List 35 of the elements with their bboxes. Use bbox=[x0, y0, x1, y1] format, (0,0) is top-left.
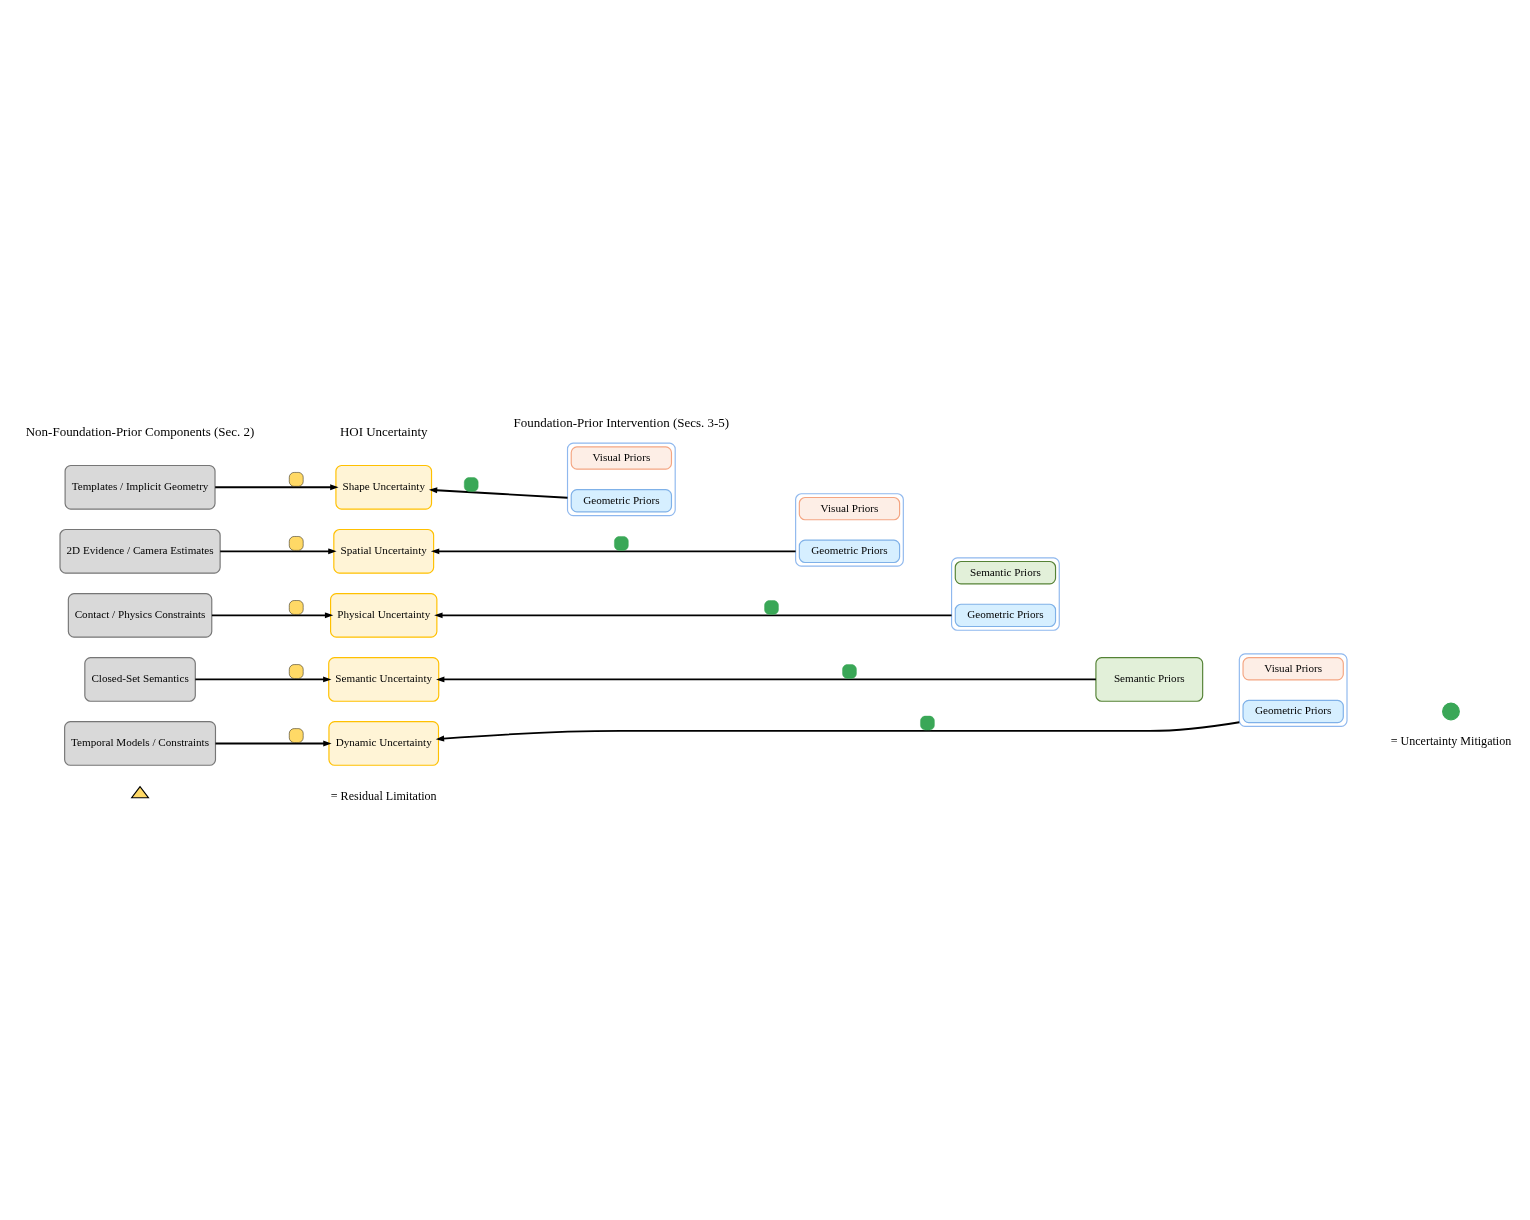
node-box: Semantic Priors bbox=[954, 560, 1057, 584]
arrow bbox=[428, 486, 569, 499]
node-box: Geometric Priors bbox=[570, 488, 673, 512]
cluster bbox=[1238, 652, 1348, 727]
node-box: Spatial Uncertainty bbox=[333, 528, 435, 574]
node-box: Visual Priors bbox=[798, 496, 901, 520]
node-box: Geometric Priors bbox=[798, 539, 901, 563]
arrow bbox=[434, 611, 953, 618]
legend-label: = Uncertainty Mitigation bbox=[1390, 733, 1512, 748]
label: Foundation-Prior Intervention (Secs. 3-5) bbox=[513, 414, 730, 430]
node-box: Geometric Priors bbox=[954, 603, 1057, 627]
node-box: Semantic Uncertainty bbox=[328, 656, 440, 702]
arrow bbox=[214, 483, 339, 490]
node-box: Contact / Physics Constraints bbox=[67, 592, 213, 638]
arrow bbox=[430, 547, 797, 554]
node-box: 2D Evidence / Camera Estimates bbox=[59, 528, 221, 574]
arrow bbox=[219, 547, 337, 554]
arrow bbox=[210, 611, 334, 618]
arrow bbox=[436, 676, 1097, 682]
legend-label: = Residual Limitation bbox=[330, 788, 437, 803]
node-box: Closed-Set Semantics bbox=[84, 656, 196, 702]
node-box: Temporal Models / Constraints bbox=[64, 720, 217, 766]
arrow bbox=[214, 740, 332, 746]
node-box: Dynamic Uncertainty bbox=[328, 720, 440, 766]
node-box: Shape Uncertainty bbox=[335, 464, 433, 510]
node-box: Visual Priors bbox=[570, 445, 673, 470]
label: Non-Foundation-Prior Components (Sec. 2) bbox=[25, 423, 255, 439]
arrow bbox=[194, 676, 332, 682]
node-box: Physical Uncertainty bbox=[330, 592, 438, 638]
node-box: Templates / Implicit Geometry bbox=[64, 464, 216, 510]
node-box: Semantic Priors bbox=[1095, 656, 1204, 702]
node-box: Visual Priors bbox=[1242, 656, 1344, 680]
node-box: Geometric Priors bbox=[1242, 699, 1344, 723]
arrow bbox=[435, 720, 1241, 741]
label: HOI Uncertainty bbox=[339, 423, 428, 439]
